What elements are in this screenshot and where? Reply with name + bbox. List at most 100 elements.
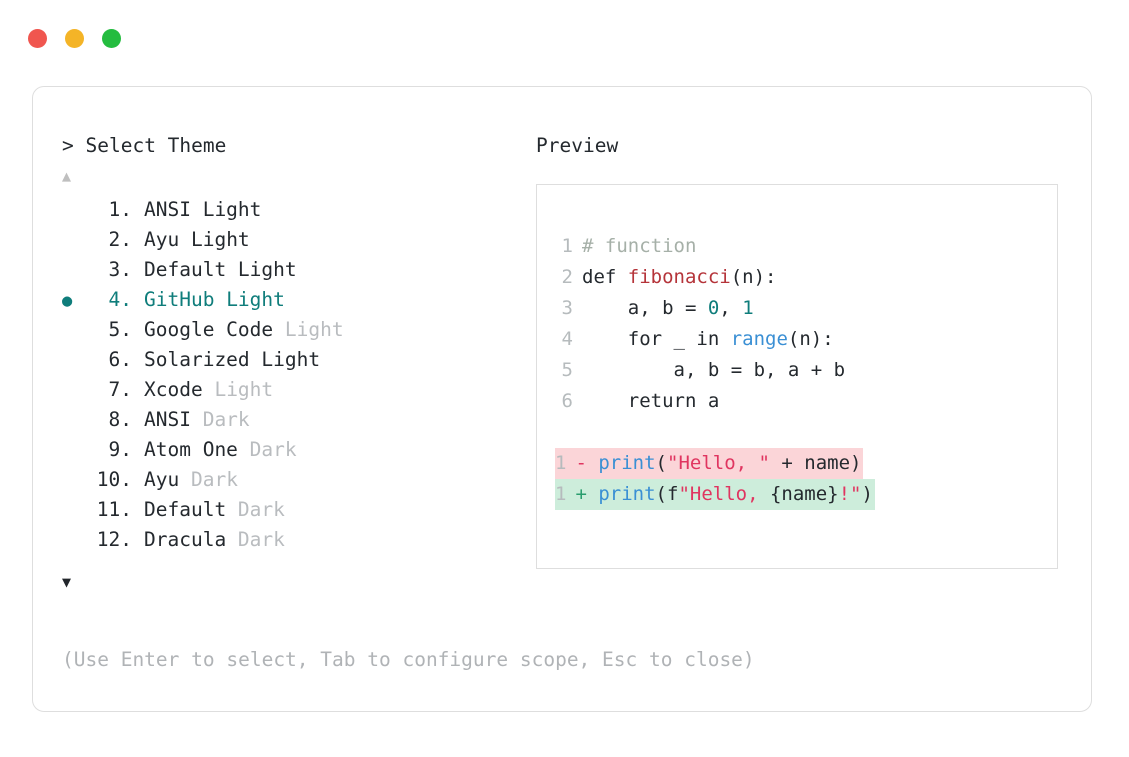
code-token: (n):: [730, 266, 777, 288]
diff-line-del: 1- print("Hello, " + name): [537, 448, 1057, 479]
spacer: [132, 285, 144, 315]
spacer: [132, 255, 144, 285]
code-token: {name}: [769, 483, 839, 505]
theme-list-item[interactable]: 6. Solarized Light: [62, 345, 532, 375]
theme-list-item[interactable]: 8. ANSI Dark: [62, 405, 532, 435]
theme-item-name: Default: [144, 258, 238, 281]
close-window-button[interactable]: [28, 29, 47, 48]
line-number: 6: [561, 390, 573, 412]
minimize-window-button[interactable]: [65, 29, 84, 48]
code-token: print: [598, 452, 656, 474]
spacer: [132, 315, 144, 345]
theme-item-variant: Light: [237, 258, 297, 281]
theme-item-number: 10.: [96, 468, 132, 491]
theme-item-number: 2.: [108, 228, 132, 251]
theme-item-variant: Dark: [237, 498, 285, 521]
theme-item-variant: Dark: [237, 528, 285, 551]
spacer: [132, 195, 144, 225]
theme-list-item[interactable]: ●4. GitHub Light: [62, 285, 532, 315]
theme-list-item[interactable]: 9. Atom One Dark: [62, 435, 532, 465]
diff-sign: +: [575, 483, 599, 505]
code-token: range: [730, 328, 788, 350]
theme-list-item[interactable]: 2. Ayu Light: [62, 225, 532, 255]
theme-list-item[interactable]: 11. Default Dark: [62, 495, 532, 525]
prompt-title-line: > Select Theme: [62, 133, 532, 159]
line-number: 1: [555, 452, 567, 474]
code-line-content: a, b = 0, 1: [582, 293, 754, 324]
line-number: 4: [561, 328, 573, 350]
theme-item-variant: Dark: [202, 408, 250, 431]
diff-highlight: 1- print("Hello, " + name): [555, 448, 864, 479]
keyboard-hint: (Use Enter to select, Tab to configure s…: [62, 648, 755, 671]
theme-item-variant: Light: [202, 198, 262, 221]
theme-item-variant: Light: [226, 288, 285, 311]
code-token: (: [655, 452, 667, 474]
theme-item-number: 5.: [108, 318, 132, 341]
theme-item-name: ANSI: [144, 408, 203, 431]
scroll-down-icon[interactable]: ▼: [62, 573, 72, 591]
theme-list-item[interactable]: 3. Default Light: [62, 255, 532, 285]
theme-item-number: 3.: [108, 258, 132, 281]
theme-item-number: 4.: [108, 288, 132, 311]
spacer: [132, 375, 144, 405]
code-token: (n):: [787, 328, 834, 350]
code-line: 6 return a: [537, 386, 1057, 417]
code-token: a, b = b, a + b: [582, 359, 846, 381]
line-number: 1: [555, 483, 567, 505]
theme-item-name: ANSI: [144, 198, 203, 221]
maximize-window-button[interactable]: [102, 29, 121, 48]
selected-bullet-icon: ●: [62, 291, 73, 311]
code-token: 0: [707, 297, 720, 319]
theme-item-name: Ayu: [144, 468, 191, 491]
theme-item-variant: Light: [284, 318, 344, 341]
code-token: print: [598, 483, 656, 505]
theme-list-item[interactable]: 5. Google Code Light: [62, 315, 532, 345]
window-controls: [28, 29, 121, 48]
line-number: 3: [561, 297, 573, 319]
theme-item-variant: Light: [214, 378, 274, 401]
theme-item-name: Xcode: [144, 378, 215, 401]
theme-item-name: Solarized: [144, 348, 262, 371]
prompt-caret-icon: >: [62, 134, 74, 157]
code-token: fibonacci: [627, 266, 731, 288]
theme-item-variant: Light: [261, 348, 321, 371]
theme-item-name: Ayu: [144, 228, 191, 251]
code-line-content: # function: [582, 231, 696, 262]
theme-list-item[interactable]: 7. Xcode Light: [62, 375, 532, 405]
diff-highlight: 1+ print(f"Hello, {name}!"): [555, 479, 875, 510]
theme-list-item[interactable]: 12. Dracula Dark: [62, 525, 532, 555]
theme-list-item[interactable]: 10. Ayu Dark: [62, 465, 532, 495]
theme-item-number: 12.: [96, 528, 132, 551]
line-number: 5: [561, 359, 573, 381]
code-token: # function: [582, 235, 697, 257]
page-title: Select Theme: [85, 134, 227, 157]
code-line: 1# function: [537, 231, 1057, 262]
code-line: 4 for _ in range(n):: [537, 324, 1057, 355]
scroll-up-icon[interactable]: ▲: [62, 167, 72, 185]
code-token: + name): [769, 452, 862, 474]
line-number: 2: [561, 266, 573, 288]
spacer: [132, 225, 144, 255]
code-token: "Hello,: [678, 483, 770, 505]
code-token: !": [838, 483, 862, 505]
spacer: [132, 345, 144, 375]
theme-item-number: 7.: [108, 378, 132, 401]
theme-item-name: Atom One: [144, 438, 250, 461]
code-token: return a: [582, 390, 720, 412]
code-token: ,: [719, 297, 743, 319]
code-line-content: for _ in range(n):: [582, 324, 834, 355]
code-token: for _ in: [582, 328, 731, 350]
theme-item-number: 9.: [108, 438, 132, 461]
theme-list-item[interactable]: 1. ANSI Light: [62, 195, 532, 225]
theme-item-name: Default: [144, 498, 238, 521]
spacer: [132, 435, 144, 465]
theme-item-number: 1.: [108, 198, 132, 221]
preview-title: Preview: [536, 134, 619, 157]
code-token: a, b =: [582, 297, 708, 319]
theme-item-name: Google Code: [144, 318, 285, 341]
theme-item-name: Dracula: [144, 528, 238, 551]
